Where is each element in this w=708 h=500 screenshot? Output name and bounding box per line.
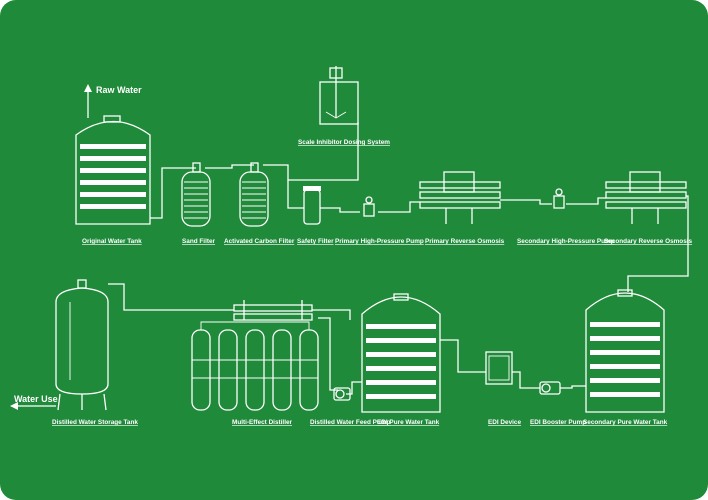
multi-effect-distiller-label: Multi-Effect Distiller xyxy=(232,419,293,426)
secondary-pure-water-tank xyxy=(585,289,665,413)
pipe-edi-to-tank xyxy=(440,339,486,373)
safety-filter xyxy=(303,186,321,225)
original-water-tank xyxy=(75,115,151,225)
safety-filter-label: Safety Filter xyxy=(297,238,334,245)
multi-effect-distiller xyxy=(191,300,319,411)
secondary-high-pressure-pump xyxy=(553,188,565,209)
pipe-pump-to-ro1 xyxy=(378,201,420,213)
primary-high-pressure-pump xyxy=(363,196,375,217)
distilled-water-feed-pump xyxy=(333,387,351,401)
pipe-distiller-to-storage xyxy=(108,283,234,311)
secondary-pure-water-tank-label: Secondary Pure Water Tank xyxy=(583,419,668,426)
pipe-ro2-to-tank xyxy=(627,195,689,292)
edi-pure-water-tank xyxy=(361,293,441,413)
pipe-tank-to-feed-pump xyxy=(346,381,362,395)
water-use-label: Water Use xyxy=(14,394,58,404)
pipe-tank-to-booster xyxy=(560,385,586,389)
distilled-water-storage-tank xyxy=(55,279,109,411)
pipe-carbon-to-dosing xyxy=(263,122,359,181)
pipe-feed-pump-to-distiller xyxy=(318,317,338,391)
primary-reverse-osmosis xyxy=(419,171,501,224)
sand-filter xyxy=(181,162,211,227)
pipe-safety-to-pump xyxy=(320,207,360,213)
distilled-water-storage-tank-label: Distilled Water Storage Tank xyxy=(52,419,138,426)
secondary-reverse-osmosis-label: Secondary Reverse Osmosis xyxy=(604,238,693,245)
original-water-tank-label: Original Water Tank xyxy=(82,238,142,245)
edi-pure-water-tank-label: EDI Pure Water Tank xyxy=(377,419,440,426)
edi-device xyxy=(485,351,513,385)
pipe-pump2-to-ro2 xyxy=(566,197,606,205)
raw-water-arrow-icon xyxy=(84,84,92,92)
scale-inhibitor-dosing-label: Scale Inhibitor Dosing System xyxy=(298,139,390,146)
edi-device-label: EDI Device xyxy=(488,419,521,426)
distilled-water-feed-pump-label: Distilled Water Feed Pump xyxy=(310,419,390,426)
primary-reverse-osmosis-label: Primary Reverse Osmosis xyxy=(425,238,505,245)
water-use-arrow-icon xyxy=(10,402,18,410)
sand-filter-label: Sand Filter xyxy=(182,238,216,245)
pipe-booster-to-edi xyxy=(512,371,540,389)
pipe-ro1-to-pump2 xyxy=(500,199,552,205)
secondary-high-pressure-pump-label: Secondary High-Pressure Pump xyxy=(517,238,615,245)
pipe-to-safety xyxy=(287,180,304,209)
activated-carbon-filter xyxy=(239,162,269,227)
pipe-tank-to-sand xyxy=(150,167,196,219)
edi-booster-pump xyxy=(539,381,561,395)
pipe-sand-to-carbon xyxy=(205,164,254,169)
raw-water-label: Raw Water xyxy=(96,85,142,95)
pipes xyxy=(10,84,689,410)
pipe-header-right xyxy=(312,309,351,320)
scale-inhibitor-dosing-system xyxy=(319,66,359,125)
edi-booster-pump-label: EDI Booster Pump xyxy=(530,419,586,426)
activated-carbon-filter-label: Activated Carbon Filter xyxy=(224,238,295,245)
primary-high-pressure-pump-label: Primary High-Pressure Pump xyxy=(335,238,424,245)
secondary-reverse-osmosis xyxy=(605,171,687,224)
